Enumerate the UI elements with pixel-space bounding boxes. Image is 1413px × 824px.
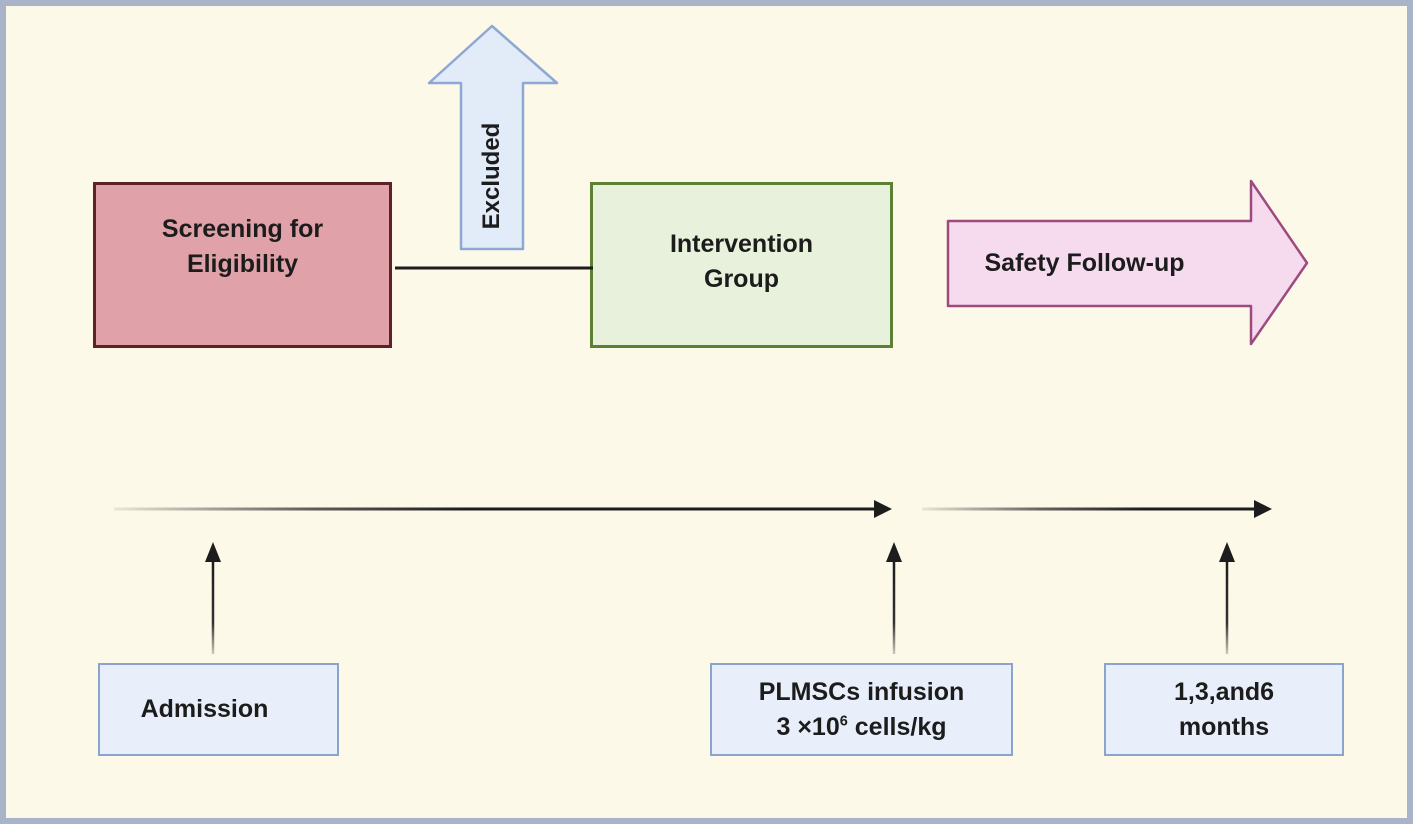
admission-label: Admission bbox=[140, 695, 269, 723]
event-arrow-2-head bbox=[886, 542, 902, 562]
event-arrow-3-head bbox=[1219, 542, 1235, 562]
plmsc-infusion-box: PLMSCs infusion 3 ×106 cells/kg bbox=[710, 663, 1013, 756]
safety-followup-label: Safety Follow-up bbox=[984, 249, 1185, 277]
admission-box: Admission bbox=[98, 663, 339, 756]
plmsc-label-line1: PLMSCs infusion bbox=[758, 677, 965, 706]
intervention-box: Intervention Group bbox=[590, 182, 893, 348]
intervention-label-line1: Intervention bbox=[669, 229, 814, 258]
screening-label-line1: Screening for bbox=[161, 214, 324, 243]
screening-label-line2: Eligibility bbox=[186, 250, 299, 278]
plmsc-dose-suffix: cells/kg bbox=[847, 712, 947, 741]
safety-followup-arrow-icon bbox=[946, 179, 1309, 346]
excluded-label: Excluded bbox=[478, 122, 505, 230]
plmsc-dose-prefix: 3 ×10 bbox=[776, 712, 840, 741]
intervention-label-line2: Group bbox=[704, 265, 779, 293]
timeline-arrowhead-2 bbox=[1254, 500, 1272, 518]
excluded-up-arrow-icon bbox=[427, 24, 559, 251]
months-label-line2: months bbox=[1178, 712, 1270, 741]
months-label-line1: 1,3,and6 bbox=[1173, 677, 1275, 706]
screening-box: Screening for Eligibility bbox=[93, 182, 392, 348]
event-arrow-1-head bbox=[205, 542, 221, 562]
plmsc-dose-line: 3 ×106 cells/kg bbox=[776, 710, 946, 745]
plmsc-dose-exponent: 6 bbox=[839, 713, 848, 730]
followup-months-box: 1,3,and6 months bbox=[1104, 663, 1344, 756]
timeline-arrowhead-1 bbox=[874, 500, 892, 518]
